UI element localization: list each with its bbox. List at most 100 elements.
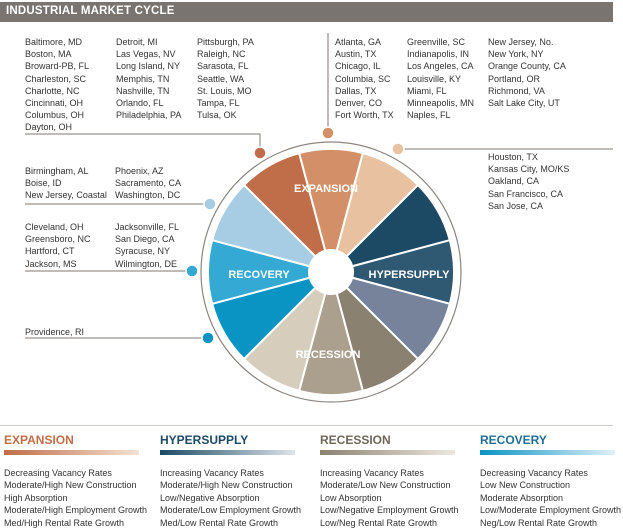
city-item: San Francisco, CA (488, 188, 564, 199)
page-title: INDUSTRIAL MARKET CYCLE (6, 5, 175, 17)
city-item: Baltimore, MD (25, 37, 83, 47)
city-item: Columbus, OH (25, 110, 85, 121)
city-item: Fort Worth, TX (335, 110, 394, 121)
wheel-segment-recovery-3 (210, 183, 335, 274)
city-item: Dayton, OH (25, 122, 73, 133)
city-item: Chicago, IL (335, 61, 381, 72)
city-item: Salt Lake City, UT (488, 97, 560, 108)
wheel-center (308, 249, 354, 295)
city-item: Boston, MA (25, 49, 72, 60)
city-item: Cincinnati, OH (25, 97, 84, 108)
city-item: Charleston, SC (25, 73, 87, 84)
city-item: Greensboro, NC (25, 234, 91, 245)
city-item: Charlotte, NC (25, 85, 80, 96)
city-item: Jacksonville, FL (115, 222, 180, 232)
phase-title: HYPERSUPPLY (160, 433, 249, 447)
city-item: Richmond, VA (488, 85, 545, 96)
city-item: Greenville, SC (407, 37, 466, 47)
city-item: Providence, RI (25, 327, 85, 337)
section-divider (0, 425, 613, 426)
city-item: Birmingham, AL (25, 166, 89, 176)
city-item: Syracuse, NY (115, 246, 171, 257)
wheel-segments (207, 148, 455, 396)
city-item: Austin, TX (335, 49, 377, 60)
city-item: Sarasota, FL (197, 61, 249, 72)
phase-characteristic: Neg/Low Rental Rate Growth (480, 517, 598, 528)
city-item: Oakland, CA (488, 176, 540, 187)
city-item: Washington, DC (115, 190, 181, 201)
phase-gradient-bar (320, 450, 455, 455)
city-item: Los Angeles, CA (407, 61, 474, 72)
phase-title: RECOVERY (480, 433, 547, 447)
city-item: Sacramento, CA (115, 178, 182, 189)
phase-gradient-bar (4, 450, 139, 455)
phase-characteristic: Med/High Rental Rate Growth (4, 517, 125, 528)
city-item: Kansas City, MO/KS (488, 164, 570, 175)
city-item: Raleigh, NC (197, 49, 246, 60)
marker-dot-recovery-lower (201, 331, 215, 345)
city-item: Boise, ID (25, 178, 62, 189)
city-item: Tulsa, OK (197, 110, 237, 121)
phase-characteristic: Moderate/Low Employment Growth (160, 505, 302, 516)
phase-gradient-bar (160, 450, 295, 455)
marker-dot-recovery-upper (203, 197, 217, 211)
phase-characteristic: Moderate/Low New Construction (320, 480, 451, 491)
phase-characteristic: Low/Negative Absorption (160, 492, 260, 503)
phase-characteristic: High Absorption (4, 492, 68, 503)
phase-characteristic: Moderate/High Employment Growth (4, 505, 148, 516)
city-item: Denver, CO (335, 97, 383, 108)
city-item: Portland, OR (488, 73, 541, 84)
city-item: New Jersey, No. (488, 37, 554, 47)
city-item: Las Vegas, NV (116, 49, 176, 60)
label-expansion: EXPANSION (294, 183, 358, 195)
city-item: Seattle, WA (197, 73, 245, 84)
city-item: Orlando, FL (116, 97, 164, 108)
title-bar: INDUSTRIAL MARKET CYCLE (0, 2, 613, 22)
city-item: Jackson, MS (25, 258, 77, 269)
city-item: Wilmington, DE (115, 258, 178, 269)
wheel-outer-ring (200, 141, 462, 403)
marker-dot-expansion (253, 146, 267, 160)
city-item: New York, NY (488, 49, 544, 60)
phase-characteristic: Med/Low Rental Rate Growth (160, 517, 279, 528)
city-item: Philadelphia, PA (116, 110, 182, 121)
city-item: Louisville, KY (407, 73, 462, 84)
city-item: Atlanta, GA (335, 37, 382, 47)
city-item: Memphis, TN (116, 73, 170, 84)
phase-characteristic: Moderate/High New Construction (160, 480, 293, 491)
phase-characteristic: Moderate/High New Construction (4, 480, 137, 491)
city-item: Phoenix, AZ (115, 166, 164, 176)
city-item: Long Island, NY (116, 61, 181, 72)
city-item: Houston, TX (488, 152, 538, 162)
city-item: Columbia, SC (335, 73, 391, 84)
city-item: Hartford, CT (25, 246, 75, 257)
label-hypersupply: HYPERSUPPLY (369, 269, 451, 281)
city-item: San Jose, CA (488, 200, 544, 211)
label-recovery: RECOVERY (228, 269, 290, 281)
city-item: Orange County, CA (488, 61, 566, 72)
marker-dot-recovery-middle (185, 264, 199, 278)
phase-gradient-bar (480, 450, 615, 455)
city-item: Indianapolis, IN (407, 49, 470, 60)
city-item: Miami, FL (407, 85, 447, 96)
city-item: Tampa, FL (197, 97, 240, 108)
phase-characteristic: Moderate Absorption (480, 492, 564, 503)
phase-title: RECESSION (320, 433, 391, 447)
city-item: New Jersey, Coastal (25, 190, 107, 201)
city-item: Detroit, MI (116, 37, 158, 47)
